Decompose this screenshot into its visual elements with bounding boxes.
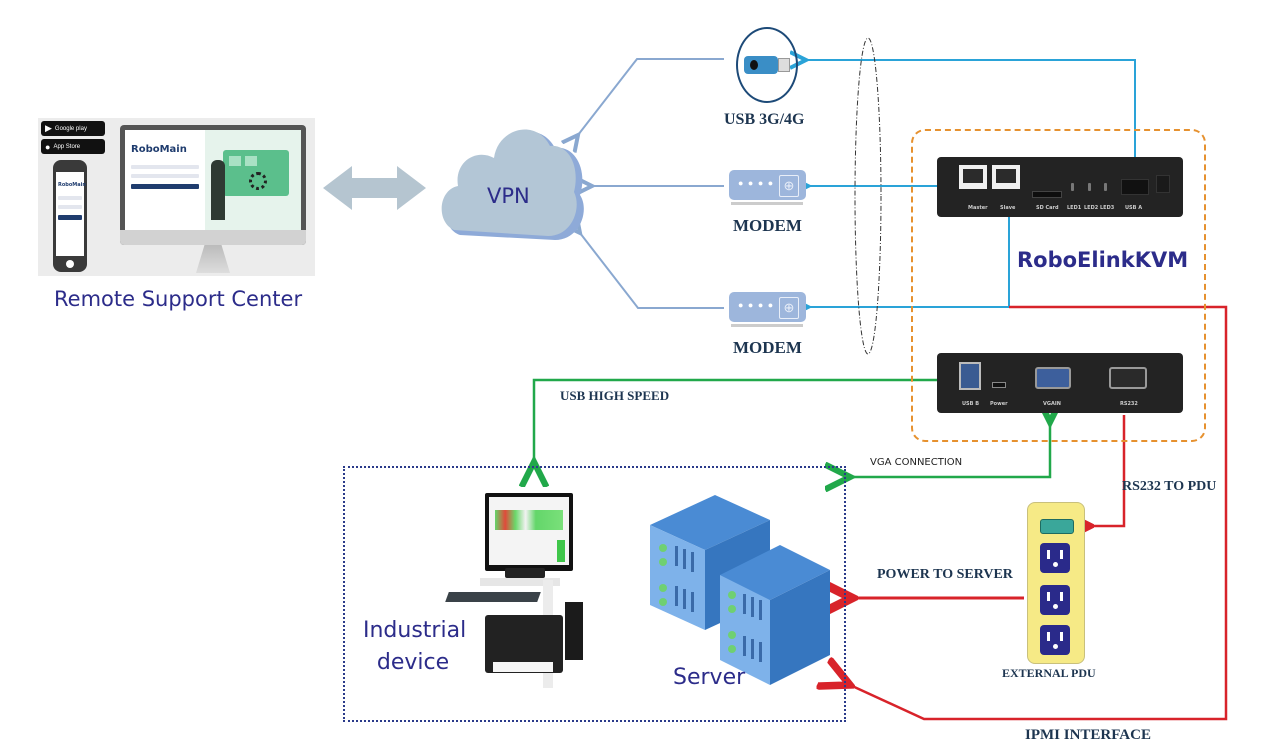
apple-icon: ● bbox=[45, 141, 51, 152]
external-pdu[interactable] bbox=[1027, 502, 1085, 664]
usb-high-speed-line bbox=[534, 378, 937, 462]
bidirectional-arrow bbox=[323, 166, 426, 210]
monitor-app-logo: RoboMain bbox=[131, 144, 187, 155]
ethernet-port-master[interactable] bbox=[959, 165, 987, 189]
kvm-front-panel[interactable]: Master Slave SD Card LED1 LED2 LED3 USB … bbox=[937, 157, 1183, 217]
kvm-device-group bbox=[911, 129, 1206, 442]
vga-in-port[interactable] bbox=[1035, 367, 1071, 389]
power-to-server-label: POWER TO SERVER bbox=[877, 567, 1013, 582]
power-outlet-icon bbox=[1040, 543, 1070, 573]
vpn-label: VPN bbox=[487, 184, 530, 208]
phone-app-logo: RoboMain bbox=[58, 182, 86, 188]
port-label-sd-card: SD Card bbox=[1036, 205, 1059, 211]
led3-indicator bbox=[1104, 183, 1107, 191]
vga-connection-label: VGA CONNECTION bbox=[870, 457, 963, 468]
port-label-master: Master bbox=[968, 205, 988, 211]
power-port[interactable] bbox=[992, 382, 1006, 388]
kvm-to-usb-modem-line bbox=[806, 60, 1136, 157]
play-store-icon: ▶ bbox=[45, 123, 52, 133]
ipmi-interface-label: IPMI INTERFACE bbox=[1025, 727, 1151, 743]
app-store-badge[interactable]: ●App Store bbox=[41, 139, 105, 154]
usb-3g4g-label: USB 3G/4G bbox=[724, 111, 805, 128]
db9-serial-port-icon bbox=[1040, 519, 1074, 534]
modem-led-icons: ● ● ● ● bbox=[738, 300, 775, 310]
power-outlet-icon bbox=[1040, 585, 1070, 615]
modem-1-device[interactable]: ● ● ● ● ⊕ bbox=[729, 170, 806, 200]
server-label: Server bbox=[673, 665, 746, 690]
led1-indicator bbox=[1071, 183, 1074, 191]
modem-1-label: MODEM bbox=[733, 216, 802, 235]
desktop-monitor-mockup: RoboMain bbox=[120, 125, 306, 245]
port-label-usb-a: USB A bbox=[1125, 205, 1143, 211]
globe-icon: ⊕ bbox=[779, 175, 799, 197]
modem-2-label: MODEM bbox=[733, 338, 802, 357]
port-label-led2: LED2 bbox=[1084, 205, 1099, 211]
ipmi-interface-line bbox=[850, 305, 1228, 721]
ethernet-port-slave[interactable] bbox=[992, 165, 1020, 189]
usb-modem-device[interactable] bbox=[736, 27, 798, 103]
target-devices-group bbox=[343, 466, 846, 722]
port-label-vgain: VGAIN bbox=[1043, 401, 1061, 407]
usb-a-port[interactable] bbox=[1121, 179, 1149, 195]
server-rack-icon[interactable] bbox=[645, 490, 835, 690]
rs232-port[interactable] bbox=[1109, 367, 1147, 389]
power-outlet-icon bbox=[1040, 625, 1070, 655]
industrial-device-label: Industrial device bbox=[363, 618, 467, 675]
sd-card-slot[interactable] bbox=[1032, 191, 1062, 198]
rs232-to-pdu-label: RS232 TO PDU bbox=[1122, 479, 1217, 494]
google-play-badge[interactable]: ▶Google play bbox=[41, 121, 105, 136]
kvm-title: RoboElinkKVM bbox=[1017, 248, 1189, 272]
port-label-led1: LED1 bbox=[1067, 205, 1082, 211]
usb-dongle-icon bbox=[744, 56, 778, 74]
port-label-usb-b: USB B bbox=[962, 401, 980, 407]
wireless-boundary-ellipse bbox=[854, 37, 882, 355]
port-label-led3: LED3 bbox=[1100, 205, 1115, 211]
external-pdu-label: EXTERNAL PDU bbox=[1002, 666, 1096, 680]
port-label-slave: Slave bbox=[1000, 205, 1016, 211]
modem-led-icons: ● ● ● ● bbox=[738, 178, 775, 188]
usb-high-speed-label: USB HIGH SPEED bbox=[560, 388, 670, 403]
rs232-to-pdu-line bbox=[1089, 415, 1126, 526]
port-label-rs232: RS232 bbox=[1120, 401, 1138, 407]
vpn-cloud-icon bbox=[441, 129, 584, 240]
remote-support-center-label: Remote Support Center bbox=[54, 287, 303, 311]
modem2-to-vpn-line bbox=[580, 233, 724, 309]
modem-2-device[interactable]: ● ● ● ● ⊕ bbox=[729, 292, 806, 322]
usb-b-port[interactable] bbox=[959, 362, 981, 390]
port-label-power: Power bbox=[990, 401, 1008, 407]
industrial-workstation-icon[interactable] bbox=[445, 490, 605, 690]
globe-icon: ⊕ bbox=[779, 297, 799, 319]
usb-modem-to-vpn-line bbox=[578, 58, 724, 135]
technician-illustration bbox=[205, 130, 301, 230]
kvm-back-panel[interactable]: USB B Power VGAIN RS232 bbox=[937, 353, 1183, 413]
led2-indicator bbox=[1088, 183, 1091, 191]
phone-mockup: RoboMain bbox=[53, 160, 87, 272]
